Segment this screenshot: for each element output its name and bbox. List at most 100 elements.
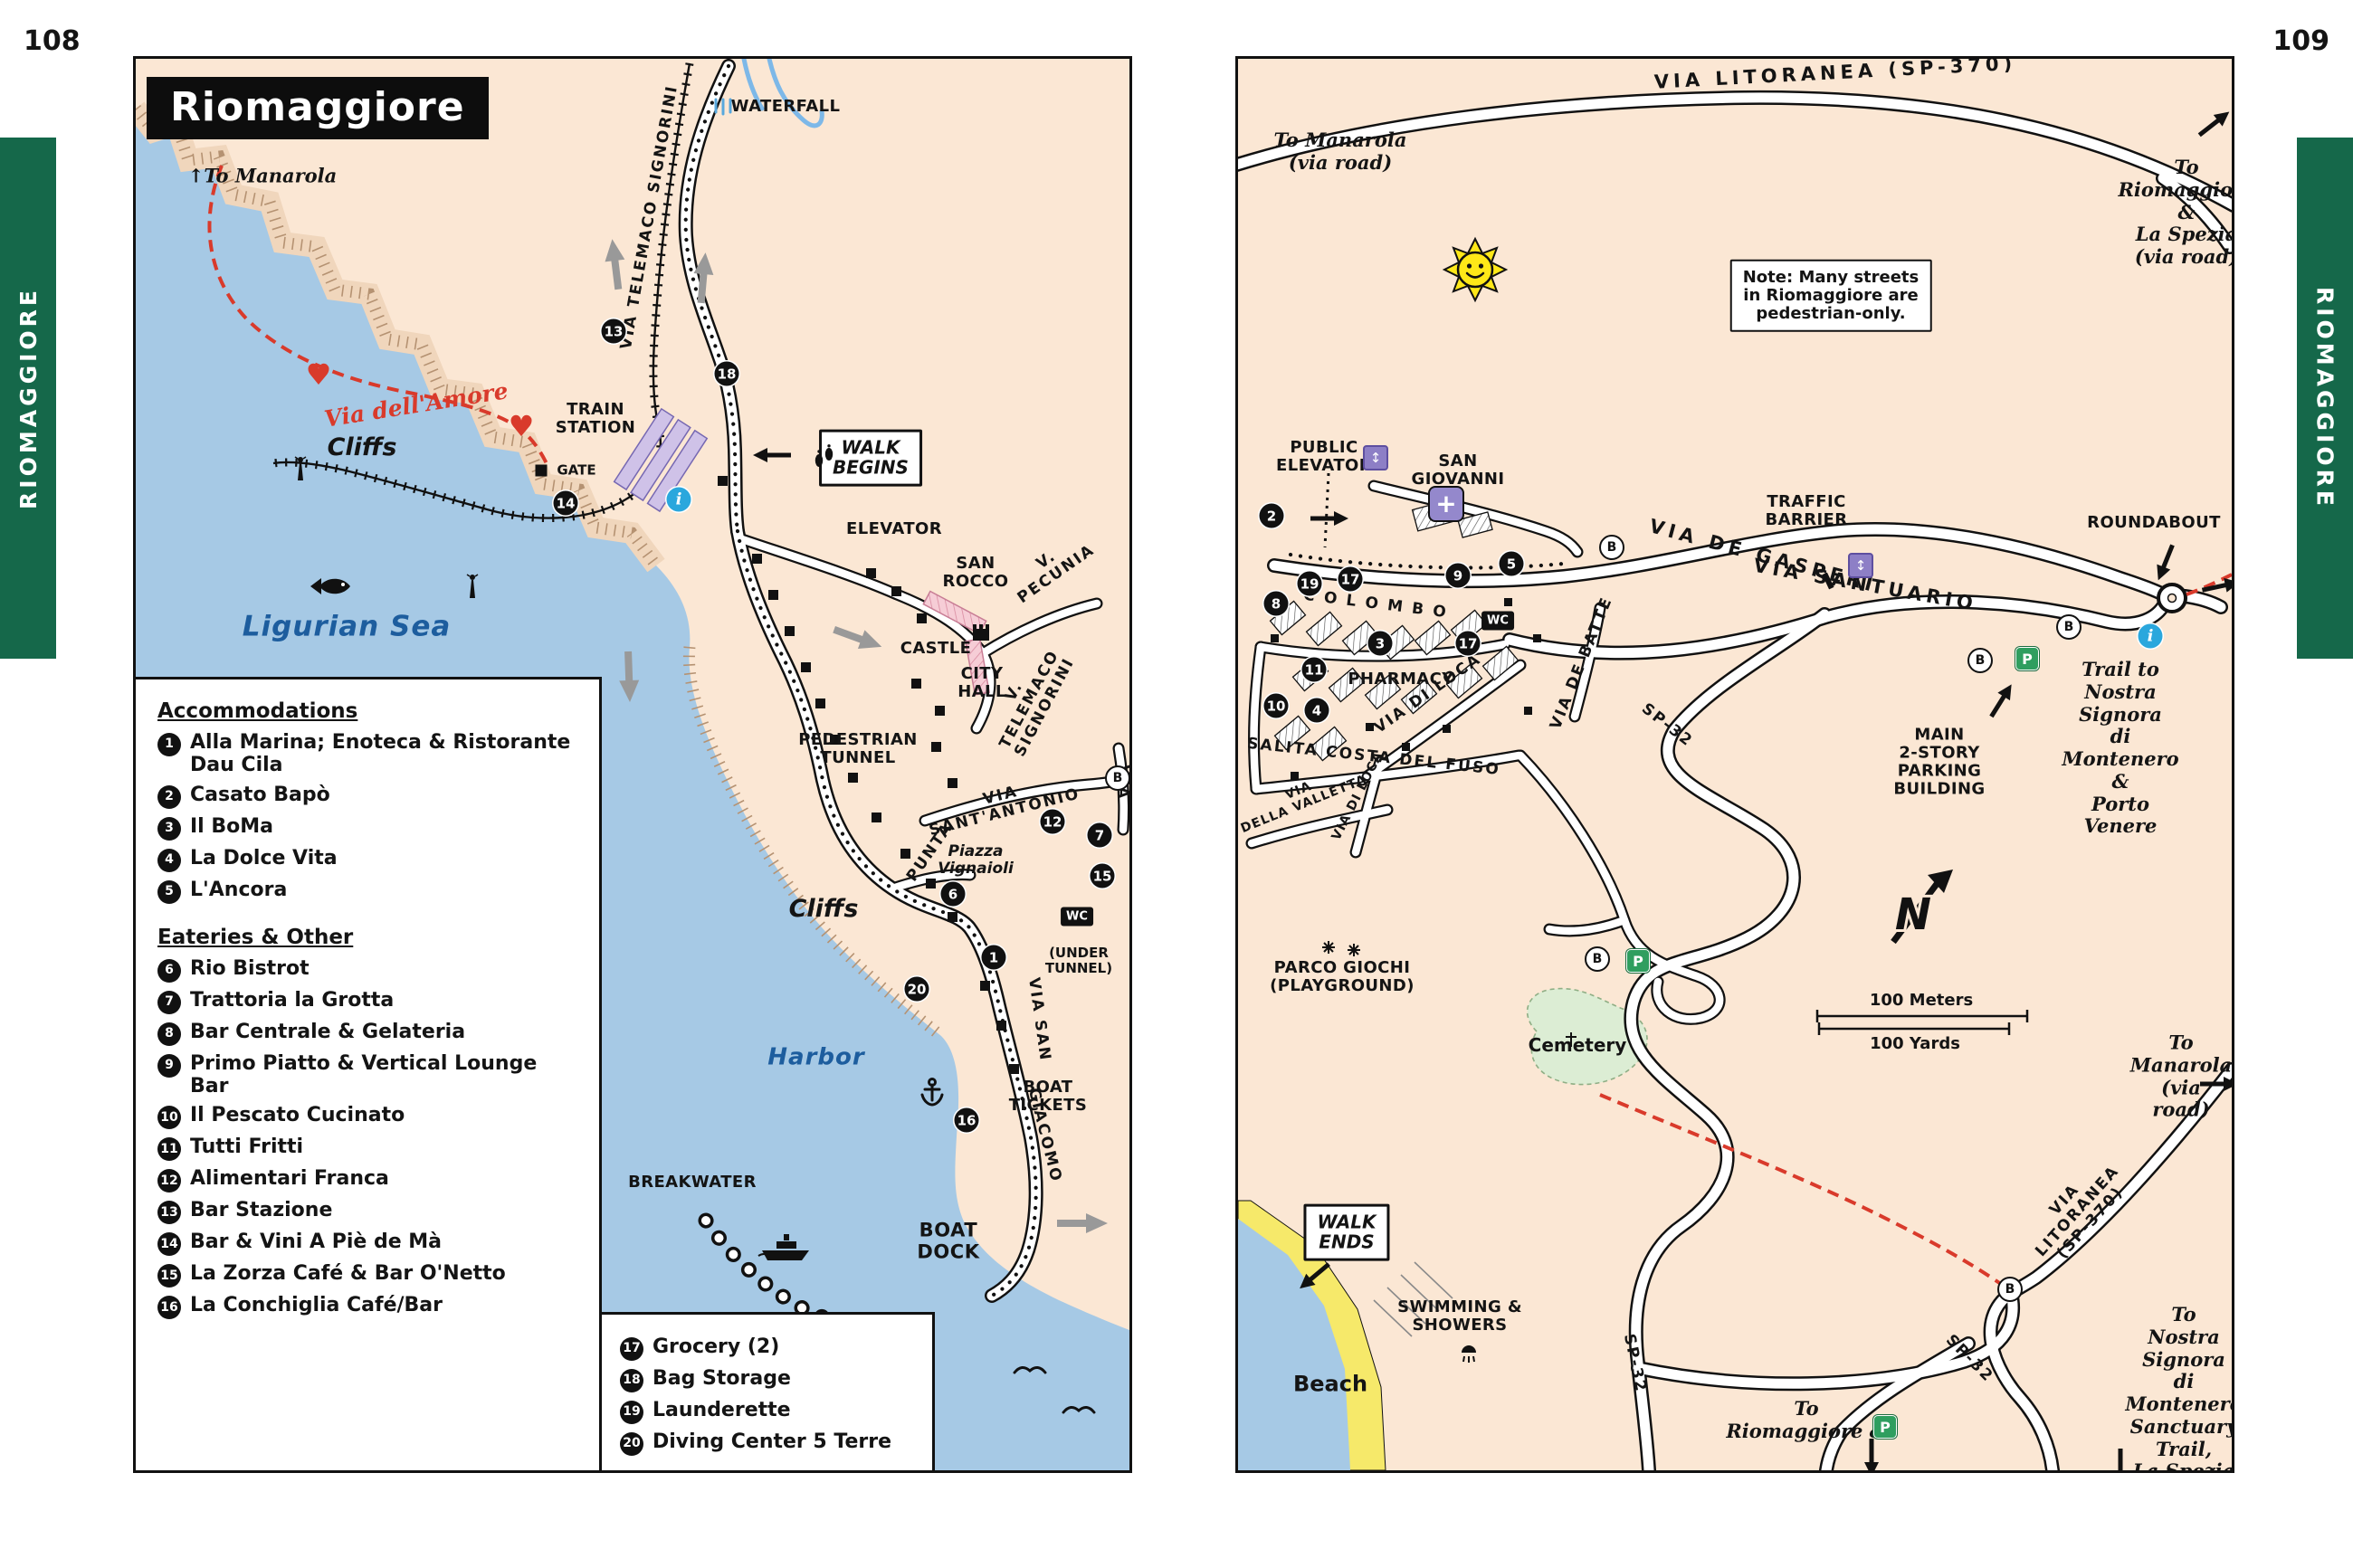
direction-arrow-icon	[2198, 1076, 2232, 1092]
one-way-arrow-icon	[829, 619, 886, 657]
anchor-icon	[919, 1077, 946, 1107]
legend-text: Rio Bistrot	[190, 956, 310, 980]
label-walk-begins: WALK BEGINS	[819, 429, 922, 487]
poi-marker-19: 19	[1297, 571, 1322, 596]
legend-item-4: 4 La Dolce Vita	[157, 846, 590, 872]
label-to-manarola-south: To Manarola (via road)	[2129, 1031, 2233, 1121]
legend-marker-4: 4	[157, 848, 181, 872]
legend-marker-15: 15	[157, 1264, 181, 1288]
parking-icon: P	[2015, 647, 2039, 670]
label-city-hall: CITY HALL	[957, 663, 1006, 701]
footprints-icon	[812, 444, 835, 470]
poi-marker-11: 11	[1301, 657, 1327, 682]
label-pharmacy: PHARMACY	[1348, 669, 1454, 689]
label-public-elevator: PUBLIC ELEVATOR	[1276, 437, 1372, 475]
label-castle: CASTLE	[900, 638, 972, 658]
label-wc-under-tunnel: (UNDER TUNNEL)	[1044, 945, 1113, 976]
poi-marker-5: 5	[1499, 551, 1524, 576]
poi-marker-8: 8	[1263, 591, 1289, 616]
label-scale-yards: 100 Yards	[1870, 1033, 1960, 1053]
boat-icon	[757, 1232, 814, 1263]
light-tower-icon	[292, 455, 309, 480]
label-heart-1: ♥	[305, 357, 332, 393]
label-beach: Beach	[1292, 1371, 1368, 1397]
legend-text: Il BoMa	[190, 814, 274, 838]
legend-marker-17: 17	[620, 1337, 643, 1361]
label-trail-to-nostra-signora: Trail to Nostra Signora di Montenero & P…	[2062, 657, 2179, 838]
legend-text: Bar Centrale & Gelateria	[190, 1020, 466, 1043]
fish-icon	[307, 575, 354, 598]
poi-marker-7: 7	[1087, 822, 1112, 848]
label-gate: GATE	[557, 461, 596, 479]
label-waterfall: WATERFALL	[730, 96, 841, 116]
svg-text:N: N	[1895, 889, 1931, 940]
label-parco-giochi: PARCO GIOCHI (PLAYGROUND)	[1270, 957, 1415, 995]
bus-stop-marker: B	[1997, 1277, 2023, 1302]
legend-text: Tutti Fritti	[190, 1136, 304, 1159]
legend-text: La Dolce Vita	[190, 846, 338, 870]
wc-icon: WC	[1061, 907, 1093, 927]
label-main-parking-building: MAIN 2-STORY PARKING BUILDING	[1893, 725, 1986, 800]
direction-arrow-icon	[2193, 105, 2232, 142]
bird-icon	[1013, 1363, 1047, 1375]
poi-marker-20: 20	[904, 976, 929, 1002]
bus-stop-marker: B	[1585, 946, 1610, 972]
poi-marker-14: 14	[553, 490, 578, 516]
wc-icon: WC	[1481, 611, 1514, 631]
label-san-giovanni: SAN GIOVANNI	[1411, 451, 1505, 489]
label-to-nostra-signora-sanctuary: To Nostra Signora di Montenero Sanctuary…	[2125, 1302, 2234, 1473]
map-panel-area: VIA LITORANEA (SP-370)To Manarola (via r…	[1235, 56, 2234, 1473]
legend-item-1: 1 Alla Marina; Enoteca & Ristorante Dau C…	[157, 731, 590, 777]
legend-marker-1: 1	[157, 733, 181, 756]
legend-text: La Conchiglia Café/Bar	[190, 1294, 443, 1317]
legend-text: Alla Marina; Enoteca & Ristorante Dau Ci…	[190, 731, 571, 776]
label-note-box: Note: Many streets in Riomaggiore are pe…	[1729, 259, 1932, 333]
legend-text: Bar & Vini A Piè de Mà	[190, 1231, 443, 1254]
info-icon: i	[666, 487, 691, 512]
legend-marker-16: 16	[157, 1296, 181, 1320]
label-heart-2: ♥	[508, 409, 535, 444]
map-title: Riomaggiore	[147, 77, 489, 139]
legend-text: Trattoria la Grotta	[190, 988, 395, 1012]
label-cemetery: Cemetery	[1528, 1033, 1627, 1056]
info-icon: i	[2138, 623, 2163, 649]
legend-marker-2: 2	[157, 784, 181, 809]
legend-marker-19: 19	[620, 1401, 643, 1424]
sun-icon	[1439, 233, 1511, 306]
page-number-left: 108	[24, 25, 81, 57]
label-roundabout: ROUNDABOUT	[2087, 512, 2221, 532]
label-breakwater: BREAKWATER	[628, 1172, 757, 1192]
area-map-labels: VIA LITORANEA (SP-370)To Manarola (via r…	[1238, 59, 2232, 1470]
legend-item-19: 19 Launderette	[620, 1399, 923, 1424]
poi-marker-13: 13	[601, 318, 626, 344]
waterfall-icon	[712, 98, 736, 116]
legend-text: Bar Stazione	[190, 1199, 333, 1222]
label-ligurian-sea: Ligurian Sea	[242, 610, 452, 643]
one-way-arrow-icon	[1055, 1212, 1108, 1234]
legend-marker-20: 20	[620, 1432, 643, 1456]
side-tab-left: RIOMAGGIORE	[0, 138, 56, 659]
label-elevator: ELEVATOR	[846, 518, 942, 538]
bus-stop-marker: B	[1967, 648, 1993, 673]
direction-arrow-icon	[1294, 1257, 1335, 1295]
legend-text: L'Ancora	[190, 878, 288, 901]
legend-marker-7: 7	[157, 990, 181, 1014]
poi-marker-17: 17	[1338, 566, 1363, 592]
bus-stop-marker: B	[1105, 765, 1129, 791]
poi-marker-9: 9	[1445, 563, 1471, 588]
legend-section-title: Accommodations	[157, 699, 358, 723]
legend-text: Launderette	[653, 1399, 791, 1421]
one-way-arrow-icon	[691, 252, 717, 306]
legend-marker-10: 10	[157, 1106, 181, 1130]
page-number-right: 109	[2272, 25, 2329, 57]
